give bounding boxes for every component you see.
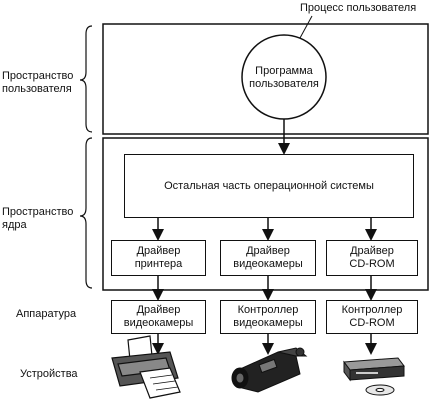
kernel-space-label: Пространство ядра <box>2 206 74 231</box>
cd-driver-box: Драйвер CD-ROM <box>326 240 418 276</box>
printer-driver-label: Драйвер принтера <box>134 245 183 270</box>
hardware-label: Аппаратура <box>16 308 77 320</box>
camera-driver-box: Драйвер видеокамеры <box>220 240 316 276</box>
os-rest-box: Остальная часть операционной системы <box>124 154 414 218</box>
user-space-region <box>102 23 429 135</box>
devices-label: Устройства <box>20 368 78 380</box>
cd-controller-box: Контроллер CD-ROM <box>326 300 418 334</box>
user-space-label: Пространство пользователя <box>2 70 74 95</box>
os-rest-label: Остальная часть операционной системы <box>164 179 374 192</box>
camera-controller-label: Контроллер видеокамеры <box>233 304 303 329</box>
user-process-label: Процесс пользователя <box>300 2 417 14</box>
cd-controller-label: Контроллер CD-ROM <box>341 304 403 329</box>
printer-controller-box: Драйвер видеокамеры <box>111 300 206 334</box>
user-process-callout <box>299 15 313 39</box>
printer-icon <box>111 335 181 399</box>
brace-kernel-space <box>79 137 93 289</box>
printer-controller-label: Драйвер видеокамеры <box>123 304 194 329</box>
printer-driver-box: Драйвер принтера <box>111 240 206 276</box>
cd-driver-label: Драйвер CD-ROM <box>349 245 395 270</box>
camera-driver-label: Драйвер видеокамеры <box>233 245 303 270</box>
camera-controller-box: Контроллер видеокамеры <box>220 300 316 334</box>
brace-user-space <box>79 25 93 133</box>
cd-drive-icon <box>343 357 405 396</box>
camcorder-icon <box>231 347 308 393</box>
user-program-label: Программа пользователя <box>249 65 319 90</box>
